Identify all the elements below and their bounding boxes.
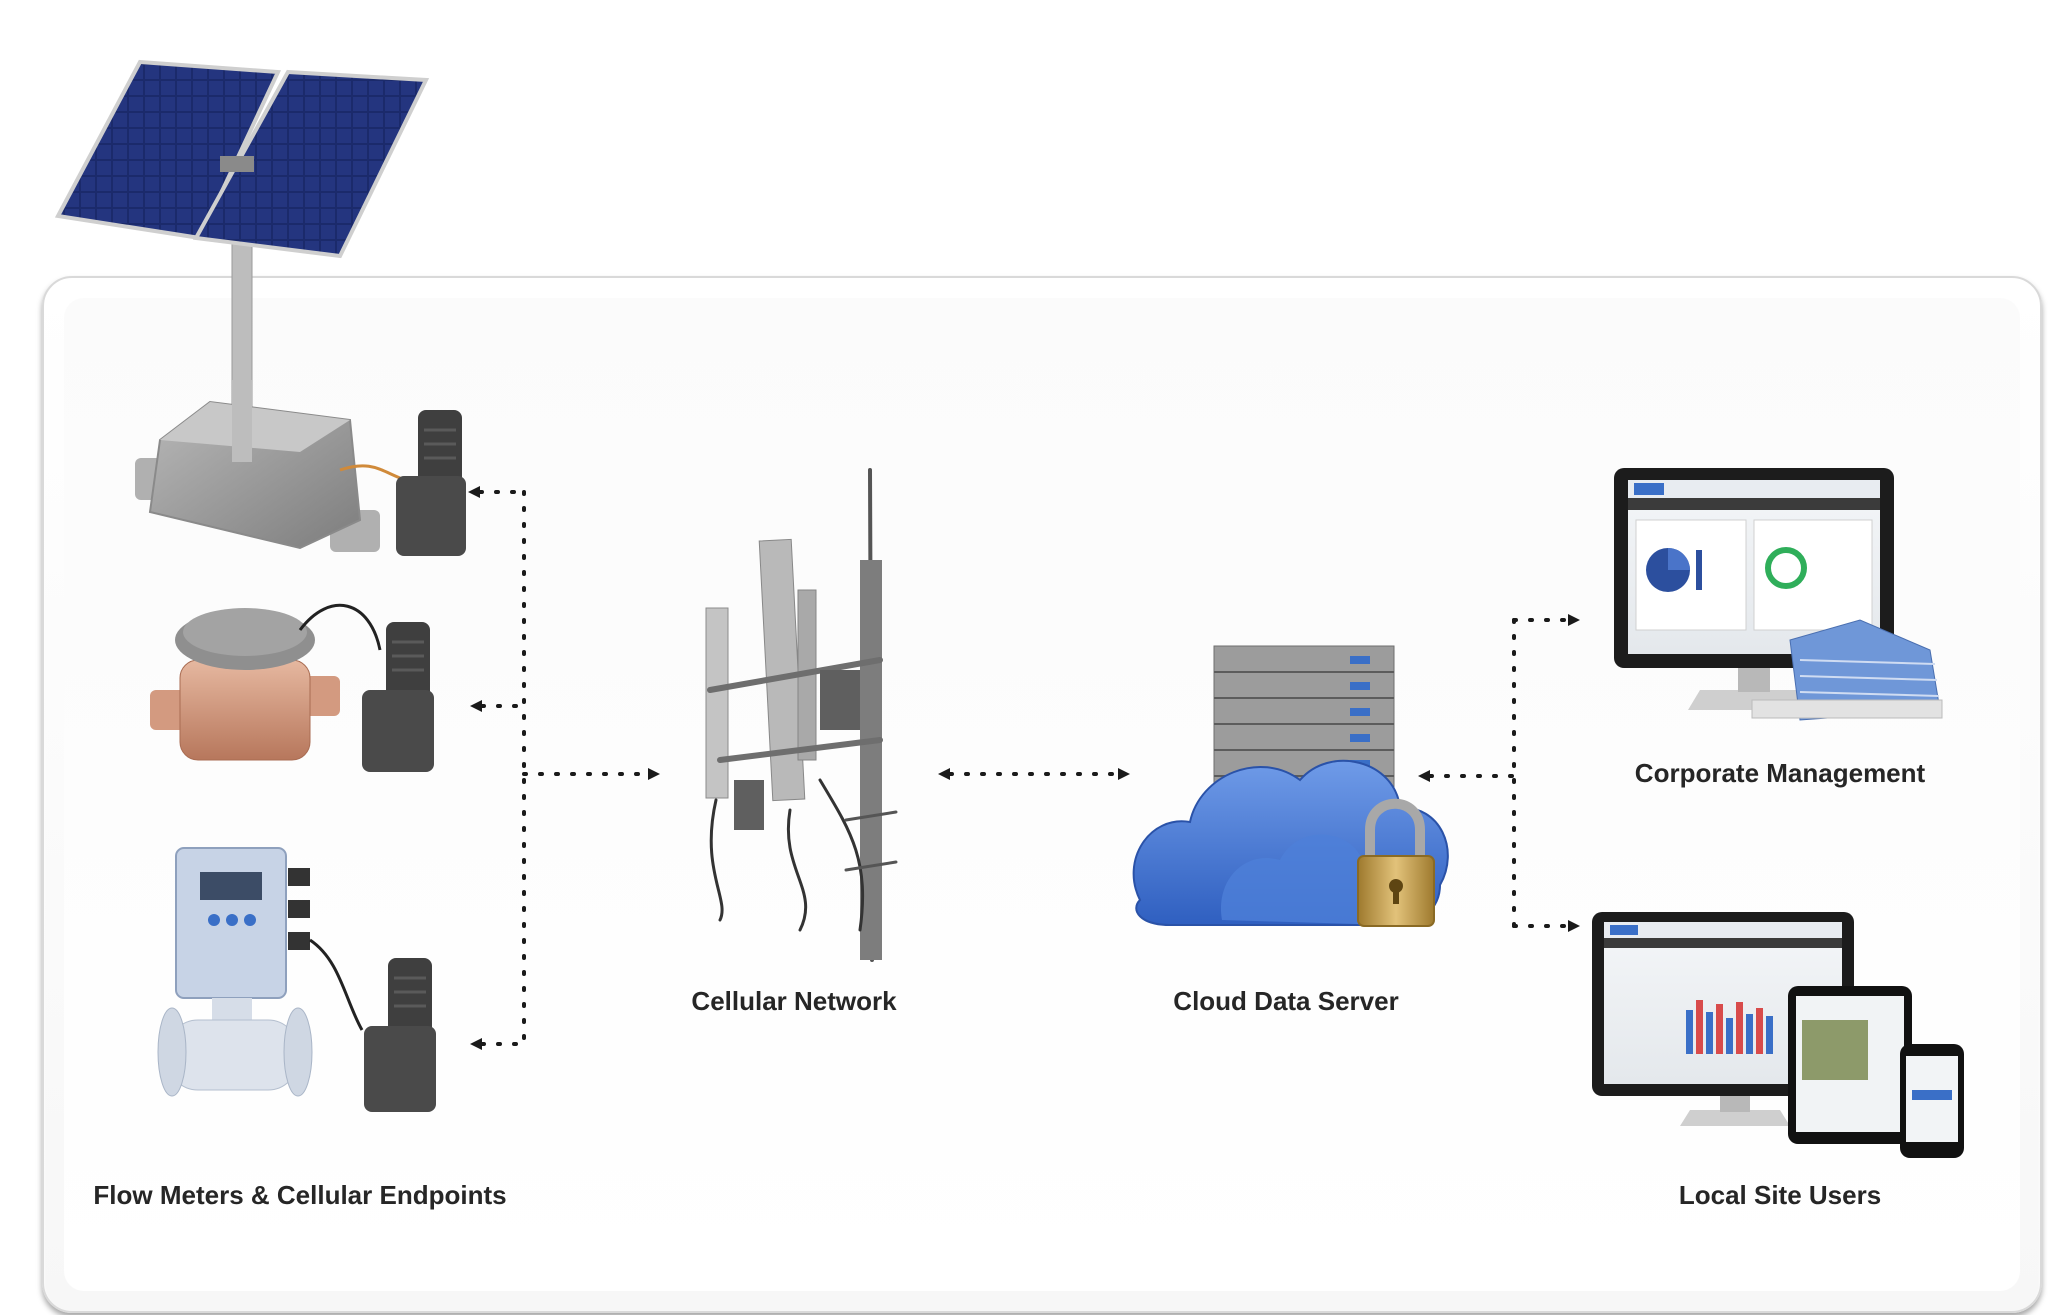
cloud-server-icon <box>1132 645 1449 927</box>
cell-tower-icon <box>705 468 898 962</box>
local-label: Local Site Users <box>1678 1180 1882 1210</box>
connector-lines <box>468 486 1580 1050</box>
corporate-monitor-icon <box>1614 468 1943 721</box>
endpoints-label: Flow Meters & Cellular Endpoints <box>93 1180 507 1210</box>
cellular-endpoint-2-icon <box>362 622 434 772</box>
cellular-endpoint-3-icon <box>364 958 436 1112</box>
server-label: Cloud Data Server <box>1173 986 1399 1016</box>
flow-meter-1-icon <box>135 380 401 552</box>
local-devices-icon <box>1592 912 1964 1158</box>
bar-chart-icon <box>1686 1000 1773 1054</box>
diagram-panel <box>42 276 2042 1313</box>
network-label: Cellular Network <box>691 986 897 1016</box>
flow-meter-3-icon <box>157 847 364 1097</box>
corporate-label: Corporate Management <box>1634 758 1926 788</box>
flow-meter-2-icon <box>150 603 382 761</box>
cellular-endpoint-1-icon <box>396 410 466 556</box>
